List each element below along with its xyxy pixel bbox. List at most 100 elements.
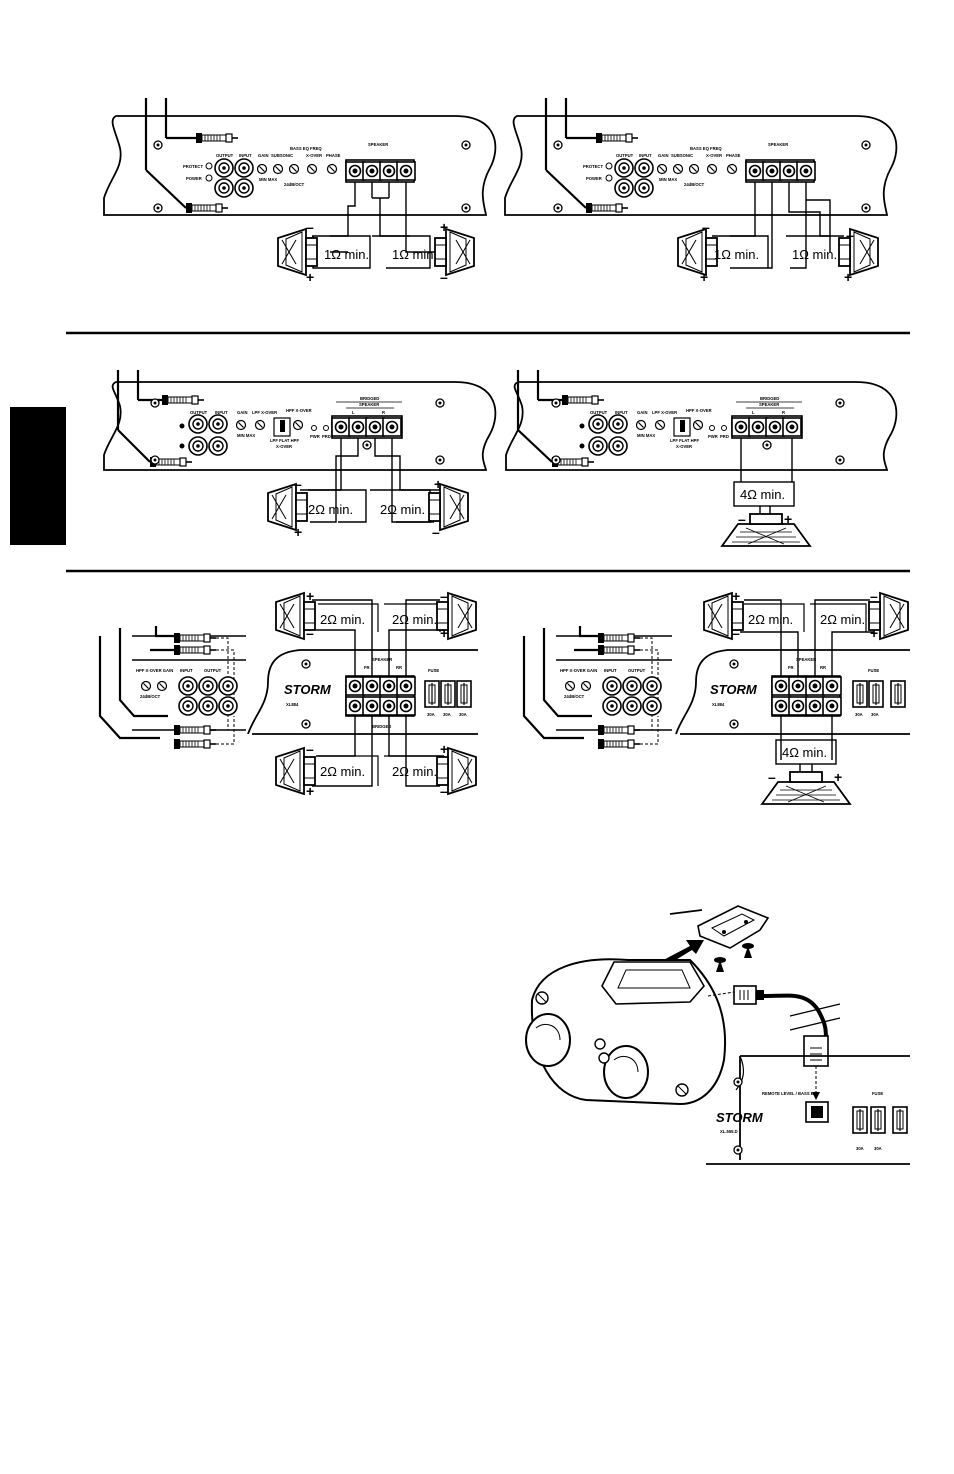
terminal-screw[interactable] xyxy=(345,676,365,696)
terminal-screw[interactable] xyxy=(331,417,351,437)
subsonic-knob[interactable] xyxy=(672,163,684,175)
terminal-screw[interactable] xyxy=(379,696,399,716)
output-jack[interactable] xyxy=(588,436,608,456)
polarity-plus: + xyxy=(870,625,878,641)
terminal-screw[interactable] xyxy=(379,676,399,696)
terminal-screw[interactable] xyxy=(805,696,825,716)
r-label: R xyxy=(782,410,785,415)
terminal-screw[interactable] xyxy=(788,676,808,696)
terminal-screw[interactable] xyxy=(822,696,842,716)
terminal-screw[interactable] xyxy=(771,696,791,716)
output-jack[interactable] xyxy=(188,436,208,456)
terminal-screw[interactable] xyxy=(382,417,402,437)
gain-knob[interactable] xyxy=(256,163,268,175)
terminal-screw[interactable] xyxy=(771,676,791,696)
output-jack[interactable] xyxy=(198,696,218,716)
fuse-icon xyxy=(870,1106,886,1134)
impedance-label: 2Ω min. xyxy=(392,612,437,627)
protect-led xyxy=(605,162,613,170)
terminal-screw[interactable] xyxy=(731,417,751,437)
gain-label: GAIN xyxy=(258,153,268,158)
remote-port-label: REMOTE LEVEL / BASS EQ xyxy=(762,1091,818,1096)
fuse-rating: 30A xyxy=(856,1146,864,1151)
terminal-screw[interactable] xyxy=(345,161,365,181)
terminal-screw[interactable] xyxy=(365,417,385,437)
input-jack[interactable] xyxy=(608,414,628,434)
output-jack[interactable] xyxy=(588,414,608,434)
output-jack[interactable] xyxy=(614,178,634,198)
terminal-screw[interactable] xyxy=(396,161,416,181)
gain-knob[interactable] xyxy=(580,680,592,692)
diagram-4ch-amp-2ohm: HPF X-OVER GAIN INPUT OUTPUT 24dB/OCT ST… xyxy=(98,588,478,799)
polarity-minus: – xyxy=(702,219,710,235)
input-jack[interactable] xyxy=(608,436,628,456)
input-jack[interactable] xyxy=(178,696,198,716)
terminal-screw[interactable] xyxy=(762,161,782,181)
terminal-screw[interactable] xyxy=(788,696,808,716)
terminal-screw[interactable] xyxy=(822,676,842,696)
input-jack[interactable] xyxy=(234,178,254,198)
level-knob[interactable] xyxy=(525,1013,571,1067)
hpf-knob[interactable] xyxy=(140,680,152,692)
x-over-knob[interactable] xyxy=(306,163,318,175)
fuse-label: FUSE xyxy=(872,1091,883,1096)
x-over-knob[interactable] xyxy=(706,163,718,175)
gain-knob[interactable] xyxy=(656,163,668,175)
lpf-knob[interactable] xyxy=(254,419,266,431)
phase-knob[interactable] xyxy=(326,163,338,175)
input-jack[interactable] xyxy=(218,696,238,716)
output-jack[interactable] xyxy=(614,158,634,178)
phase-knob[interactable] xyxy=(726,163,738,175)
db-oct-label: 24dB/OCT xyxy=(684,182,705,187)
subsonic-knob[interactable] xyxy=(272,163,284,175)
terminal-screw[interactable] xyxy=(745,161,765,181)
gain-knob[interactable] xyxy=(635,419,647,431)
terminal-screw[interactable] xyxy=(345,696,365,716)
bass-eq-knob[interactable] xyxy=(603,1045,649,1099)
bass-eq-knob[interactable] xyxy=(288,163,300,175)
input-jack[interactable] xyxy=(634,158,654,178)
input-jack[interactable] xyxy=(642,696,662,716)
output-jack[interactable] xyxy=(214,158,234,178)
input-jack[interactable] xyxy=(218,676,238,696)
input-jack[interactable] xyxy=(602,676,622,696)
output-jack[interactable] xyxy=(198,676,218,696)
gain-knob[interactable] xyxy=(156,680,168,692)
terminal-screw[interactable] xyxy=(796,161,816,181)
input-jack[interactable] xyxy=(634,178,654,198)
impedance-label: 2Ω min. xyxy=(380,502,425,517)
input-jack[interactable] xyxy=(178,676,198,696)
terminal-screw[interactable] xyxy=(765,417,785,437)
terminal-screw[interactable] xyxy=(782,417,802,437)
gain-knob[interactable] xyxy=(235,419,247,431)
output-jack[interactable] xyxy=(188,414,208,434)
terminal-screw[interactable] xyxy=(379,161,399,181)
input-jack[interactable] xyxy=(208,436,228,456)
terminal-screw[interactable] xyxy=(396,696,416,716)
remote-control-install-illustration: REMOTE LEVEL / BASS EQ FUSE 30A 30A STOR… xyxy=(525,905,910,1165)
lpf-knob[interactable] xyxy=(654,419,666,431)
input-jack[interactable] xyxy=(234,158,254,178)
terminal-screw[interactable] xyxy=(348,417,368,437)
hpf-knob[interactable] xyxy=(692,419,704,431)
terminal-screw[interactable] xyxy=(362,676,382,696)
hpf-knob[interactable] xyxy=(292,419,304,431)
terminal-screw[interactable] xyxy=(362,161,382,181)
polarity-minus: – xyxy=(738,511,746,527)
terminal-screw[interactable] xyxy=(779,161,799,181)
terminal-screw[interactable] xyxy=(805,676,825,696)
output-jack[interactable] xyxy=(622,696,642,716)
input-jack[interactable] xyxy=(642,676,662,696)
output-jack[interactable] xyxy=(622,676,642,696)
input-jack[interactable] xyxy=(208,414,228,434)
x-over-label: X-OVER xyxy=(706,153,722,158)
bass-eq-knob[interactable] xyxy=(688,163,700,175)
output-jack[interactable] xyxy=(214,178,234,198)
terminal-screw[interactable] xyxy=(362,696,382,716)
terminal-screw[interactable] xyxy=(396,676,416,696)
input-label: INPUT xyxy=(215,410,228,415)
terminal-screw[interactable] xyxy=(748,417,768,437)
hpf-knob[interactable] xyxy=(564,680,576,692)
input-jack[interactable] xyxy=(602,696,622,716)
model-label: XL884 xyxy=(712,702,725,707)
